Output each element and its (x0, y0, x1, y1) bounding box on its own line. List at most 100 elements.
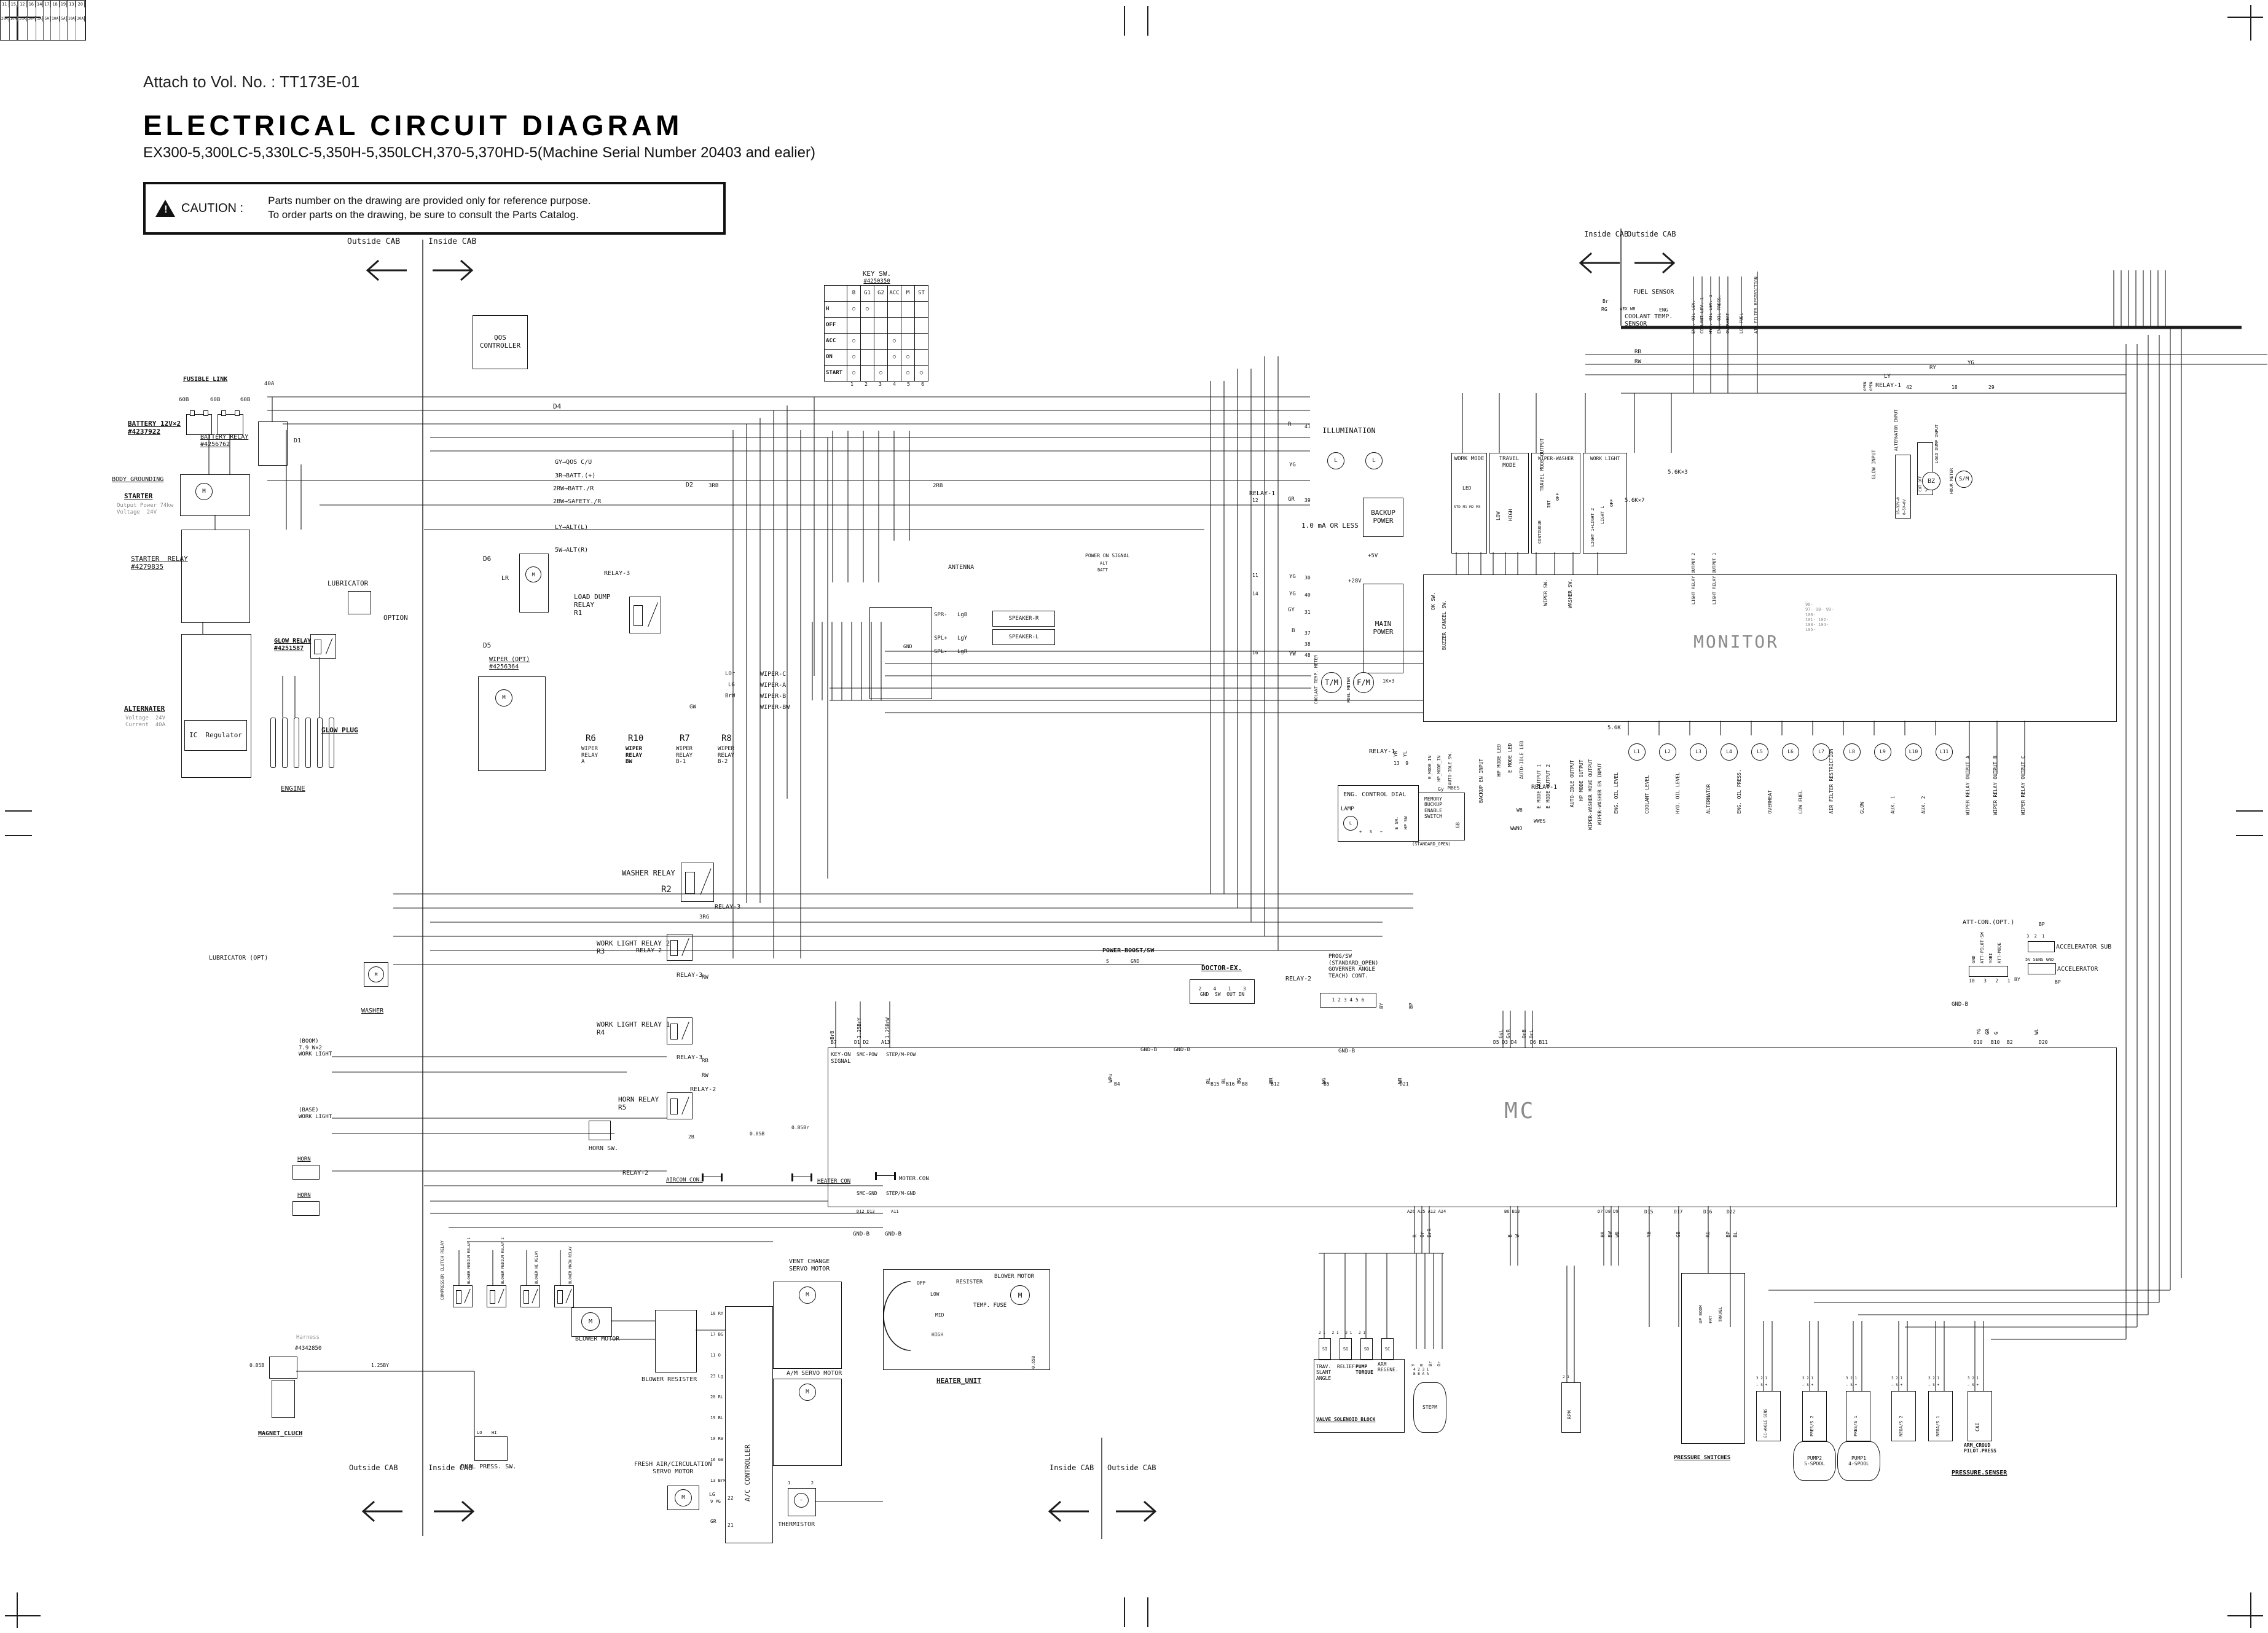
wire-bl-mc: BL (1733, 1219, 1741, 1237)
caution-box: CAUTION : Parts number on the drawing ar… (143, 182, 726, 235)
att-pilot-sw: ATT-PILOT-SW (1980, 919, 1988, 963)
ac-pin-23: 23 Lg (710, 1374, 724, 1379)
cab-bm-inside: Inside CAB (1050, 1463, 1094, 1472)
wire-orb-text: OrB (1521, 1029, 1527, 1038)
res-56k: 5.6K (1607, 725, 1621, 731)
plus-5v: +5V (1368, 553, 1378, 559)
washer-relay-box (681, 863, 714, 902)
coolant-temp-meter: COOLANT TEMP. METER (1314, 652, 1322, 704)
wire-r-st-text: R (1419, 1363, 1424, 1366)
engine-label: ENGINE (281, 785, 305, 793)
pump2-blob-label: PUMP2 5-SPOOL (1804, 1455, 1825, 1467)
wire-w-mc: W (1515, 1219, 1523, 1237)
ac-controller-label-text: A/C CONTROLLER (744, 1444, 751, 1502)
travel-mode-output: TRAVEL MODE OUTPUT (1539, 405, 1548, 491)
washer-pump-box (364, 962, 388, 987)
monitor-lamp-L4: L4 (1721, 743, 1738, 761)
wire-rw-1: RW (702, 974, 708, 981)
caution-label: CAUTION : (181, 201, 244, 215)
wire-yl-text: YL (1402, 751, 1408, 757)
mon-e-mode-in-text: E_MODE_IN (1427, 756, 1432, 779)
glow-relay-label: GLOW RELAY #4251587 (274, 638, 312, 652)
speaker-r-box: SPEAKER-R (992, 611, 1055, 627)
open-1-text: OPEN (1863, 382, 1867, 391)
illumination-label: ILLUMINATION (1322, 426, 1376, 435)
wiper-unit-box (478, 676, 546, 771)
power-on-signal: POWER ON SIGNAL (1085, 553, 1130, 558)
sens-low-fuel: LOW FUEL (1739, 269, 1748, 334)
sens-coolant: COOLANT LEV. 1 (1700, 269, 1708, 334)
tab-sc-label: SC (1384, 1346, 1391, 1352)
glow-scaler-1-text: 16—32V→0 (1896, 497, 1901, 515)
relay2-note-d: RELAY-2 (1285, 976, 1312, 982)
lubricator-opt-label: LUBRICATOR (OPT) (209, 955, 269, 961)
warning-triangle-icon (155, 200, 175, 217)
pump1-blob: PUMP1 4-SPOOL (1837, 1441, 1880, 1481)
wire-065b: 0.65B (1031, 1343, 1040, 1369)
wire-gb-mc: GB (1676, 1219, 1684, 1237)
mc-pin-a11: A11 (891, 1209, 899, 1214)
ww-contiuoue: CONTIUOUE (1537, 491, 1546, 544)
wire-085b-b: 0.85B (750, 1131, 765, 1137)
meter-tm: T/M (1321, 672, 1342, 693)
tab-si-label: SI (1322, 1346, 1328, 1352)
monitor-pin-note: 96- 97- 98- 99- 100- 101- 102- 103- 104-… (1805, 602, 1834, 633)
base-light-label: (BASE) WORK LIGHT (299, 1107, 332, 1120)
monitor-lamp-label-L3: HYD. OIL LEVEL (1675, 772, 1681, 813)
dual-lo: LO (477, 1430, 482, 1435)
blower-motor-label: BLOWER MOTOR (575, 1336, 620, 1342)
monitor-lamp-label-L8: AIR FILTER RESTRICTION (1829, 748, 1834, 813)
mc-key-on: KEY-ON SIGNAL (831, 1052, 851, 1065)
travel-mode-box: TRAVEL MODE (1489, 453, 1529, 554)
horn-sw-label: HORN SW. (589, 1145, 619, 1152)
pump2-blob: PUMP2 5-SPOOL (1793, 1441, 1836, 1481)
tab-sg: SG (1340, 1338, 1352, 1360)
wwes-tag: WWES (1534, 818, 1546, 824)
wiper-unit-motor: M (495, 689, 512, 707)
heater-blower-label: BLOWER MOTOR (994, 1274, 1035, 1280)
battery-relay-label: BATTERY RELAY #4256762 (200, 434, 249, 448)
glow-plug-6 (329, 718, 334, 768)
compressor-clutch-relay: COMPRESSOR CLUTCH RELAY (440, 1197, 449, 1300)
wire-5w-alt: 5W→ALT(R) (555, 547, 589, 554)
ac-pin-20: 20 RL (710, 1395, 724, 1400)
mbes-tag: MBES (1448, 785, 1460, 791)
mon-auto-idle-led-text: AUTO-IDLE LED (1519, 740, 1524, 779)
diode-d1: D1 (294, 437, 302, 444)
wire-rw-2: RW (702, 1073, 708, 1079)
fusible-link: FUSIBLE LINK (183, 376, 228, 383)
wire-rg-mc-text: RG (1705, 1231, 1711, 1237)
sens-eng-oil: ENG. OIL LEV. (1691, 269, 1700, 334)
mc-pin-d16: D16 (1703, 1209, 1713, 1215)
aircon-con-label: AIRCON_CON. (666, 1177, 703, 1183)
pbs-s: S (1106, 958, 1109, 964)
nega1-box (1928, 1391, 1953, 1441)
ac-relay-2 (487, 1285, 506, 1307)
glow-relay-box (310, 634, 336, 659)
pin-spl-minus: SPL- (934, 649, 948, 655)
ww-contiuoue-text: CONTIUOUE (1537, 520, 1542, 544)
pin-14: 14 (1252, 591, 1258, 597)
wire-gyr: GyR (1505, 1011, 1514, 1038)
mc-pin-b2: B2 (2007, 1040, 2013, 1045)
nega2-vl-text: NEGA/S 2 (1899, 1416, 1904, 1436)
blower-hi-relay: BLOWER HI RELAY (535, 1226, 543, 1284)
wire-065b-text: 0.65B (1031, 1355, 1036, 1369)
pin-48: 48 (1305, 652, 1311, 658)
rpm-box (1561, 1382, 1581, 1433)
wire-gr-fa: GR (710, 1519, 716, 1524)
monitor-output-3: WIPER RELAY OUTPUT C (2020, 755, 2026, 815)
cab-tl-inside: Inside CAB (428, 237, 477, 246)
wire-y-st-text: Y (1411, 1363, 1416, 1366)
mon-auto-idle-sw: AUTO-IDLE SW. (1448, 723, 1456, 785)
wiper-sw: WIPER SW. (1543, 539, 1552, 606)
glow-plug-1 (270, 718, 276, 768)
cab-bm-arrow-left (1046, 1499, 1091, 1526)
prog-sw-box-label: 1 2 3 4 5 6 (1332, 997, 1365, 1003)
sens-hyd: HYD. OIL LEV. 1 (1708, 269, 1717, 334)
ps-pins-3: 3 2 1 (1846, 1376, 1858, 1380)
wire-wl-acc: WL (2034, 1015, 2042, 1035)
